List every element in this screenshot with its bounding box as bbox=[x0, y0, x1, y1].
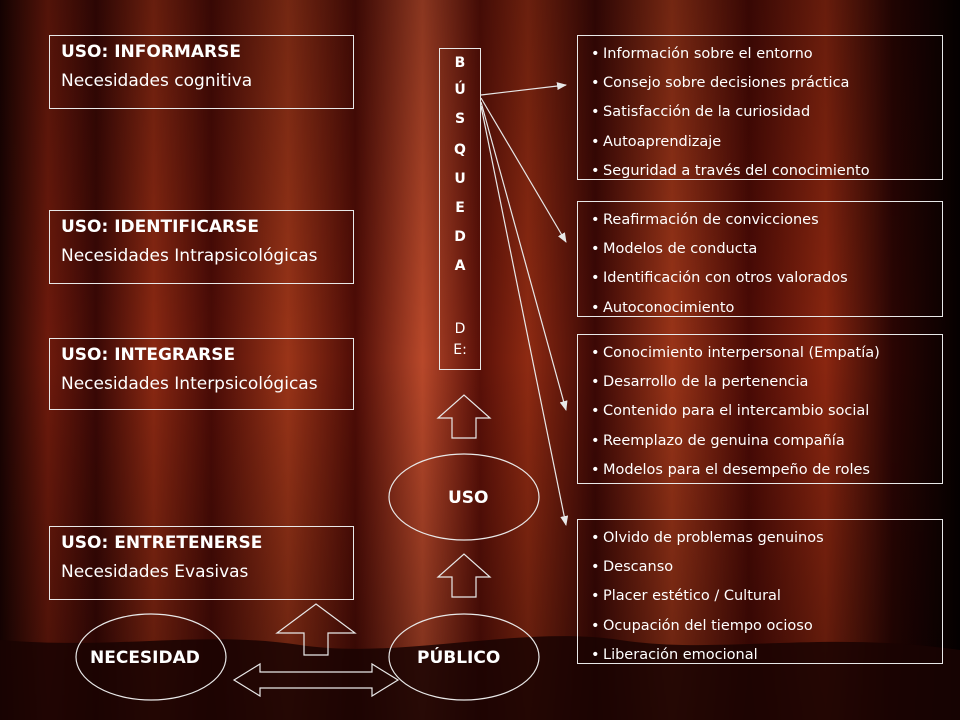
publico-label: PÚBLICO bbox=[417, 648, 501, 668]
use-need: Necesidades Interpsicológicas bbox=[61, 374, 318, 394]
search-letter: U bbox=[454, 171, 466, 187]
list-item: Información sobre el entorno bbox=[591, 40, 942, 69]
list-item: Contenido para el intercambio social bbox=[591, 397, 942, 426]
use-title: USO: INFORMARSE bbox=[61, 42, 241, 62]
search-letter: B bbox=[454, 55, 466, 71]
search-letter: D bbox=[454, 229, 466, 245]
necesidad-label: NECESIDAD bbox=[90, 648, 200, 668]
list-item: Satisfacción de la curiosidad bbox=[591, 98, 942, 127]
use-need: Necesidades Evasivas bbox=[61, 562, 249, 582]
list-item: Desarrollo de la pertenencia bbox=[591, 368, 942, 397]
search-letter: D bbox=[454, 321, 466, 337]
list-item: Conocimiento interpersonal (Empatía) bbox=[591, 339, 942, 368]
list-item: Reafirmación de convicciones bbox=[591, 206, 942, 235]
use-box-integrarse: USO: INTEGRARSE Necesidades Interpsicoló… bbox=[49, 338, 354, 410]
use-box-identificarse: USO: IDENTIFICARSE Necesidades Intrapsic… bbox=[49, 210, 354, 284]
search-letter: Q bbox=[454, 142, 466, 158]
list-item: Ocupación del tiempo ocioso bbox=[591, 612, 942, 641]
busqueda-de-box: B Ú S Q U E D A D E: bbox=[439, 48, 481, 370]
search-letter: A bbox=[454, 258, 466, 274]
list-item: Descanso bbox=[591, 553, 942, 582]
list-item: Placer estético / Cultural bbox=[591, 582, 942, 611]
list-item: Seguridad a través del conocimiento bbox=[591, 157, 942, 186]
list-box-entretenerse: Olvido de problemas genuinos Descanso Pl… bbox=[577, 519, 943, 670]
list-item: Olvido de problemas genuinos bbox=[591, 524, 942, 553]
use-title: USO: IDENTIFICARSE bbox=[61, 217, 259, 237]
list-item: Modelos de conducta bbox=[591, 235, 942, 264]
list-box-integrarse: Conocimiento interpersonal (Empatía) Des… bbox=[577, 334, 943, 485]
use-box-informarse: USO: INFORMARSE Necesidades cognitiva bbox=[49, 35, 354, 109]
search-letter: S bbox=[454, 111, 466, 127]
list-item: Consejo sobre decisiones práctica bbox=[591, 69, 942, 98]
search-letter: E bbox=[455, 200, 465, 216]
list-item: Identificación con otros valorados bbox=[591, 264, 942, 293]
list-item: Reemplazo de genuina compañía bbox=[591, 427, 942, 456]
list-item: Autoconocimiento bbox=[591, 294, 942, 323]
search-letter: E: bbox=[453, 342, 467, 358]
use-need: Necesidades Intrapsicológicas bbox=[61, 246, 318, 266]
use-box-entretenerse: USO: ENTRETENERSE Necesidades Evasivas bbox=[49, 526, 354, 600]
use-title: USO: ENTRETENERSE bbox=[61, 533, 263, 553]
list-box-identificarse: Reafirmación de convicciones Modelos de … bbox=[577, 201, 943, 323]
list-item: Liberación emocional bbox=[591, 641, 942, 670]
list-item: Autoaprendizaje bbox=[591, 128, 942, 157]
uso-label: USO bbox=[448, 488, 489, 508]
list-box-informarse: Información sobre el entorno Consejo sob… bbox=[577, 35, 943, 186]
list-item: Modelos para el desempeño de roles bbox=[591, 456, 942, 485]
use-need: Necesidades cognitiva bbox=[61, 71, 253, 91]
search-letter: Ú bbox=[454, 82, 466, 98]
use-title: USO: INTEGRARSE bbox=[61, 345, 236, 365]
